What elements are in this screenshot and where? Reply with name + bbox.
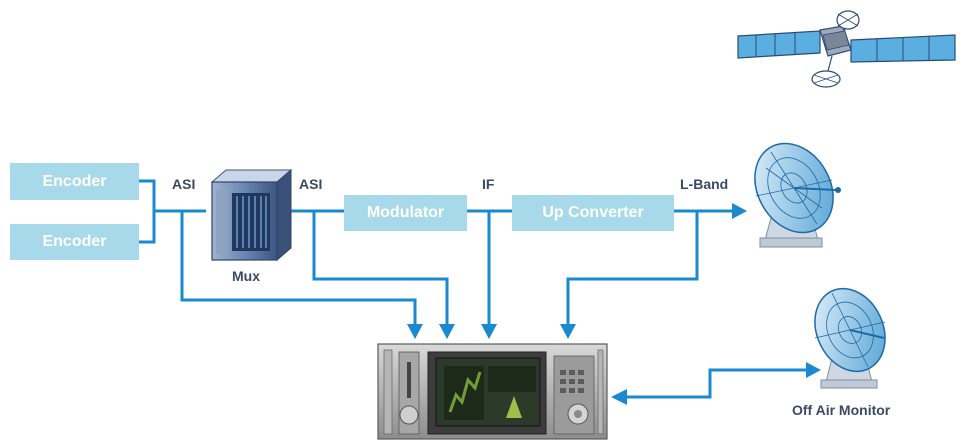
- satellite-icon: [737, 10, 956, 88]
- mux-asi-tap-line: [312, 211, 449, 328]
- arrowheads: [407, 203, 821, 405]
- arrow-down-mux-asi: [439, 324, 455, 339]
- arrow-right-dish: [732, 203, 747, 219]
- encoder-1-label: Encoder: [42, 172, 107, 190]
- modulator-block: Modulator: [344, 195, 467, 231]
- connection-lines: [139, 179, 808, 399]
- encoder-2-line: [139, 211, 156, 244]
- arrow-down-lband: [560, 324, 576, 339]
- off-air-monitor-label: Off Air Monitor: [792, 402, 891, 418]
- asi-tap-line: [180, 211, 417, 328]
- modulator-label: Modulator: [366, 204, 445, 221]
- arrow-down-asi: [407, 324, 423, 339]
- encoder-1-line: [139, 179, 156, 211]
- lband-tap-line: [566, 211, 699, 328]
- encoder-2-block: Encoder: [10, 224, 139, 260]
- if-label: IF: [482, 176, 495, 192]
- arrow-right-monitor: [806, 362, 821, 378]
- mux-label: Mux: [232, 268, 260, 284]
- arrow-down-if: [481, 324, 497, 339]
- l-band-label: L-Band: [680, 176, 729, 192]
- arrow-left-analyzer: [611, 389, 627, 405]
- mux-rack-icon: [210, 168, 293, 262]
- off-air-link-line: [623, 368, 808, 399]
- encoder-2-label: Encoder: [42, 233, 107, 250]
- asi-label-2: ASI: [299, 176, 323, 192]
- up-converter-block: Up Converter: [512, 195, 674, 231]
- receive-dish-icon: [814, 287, 886, 389]
- encoder-1-block: Encoder: [10, 163, 139, 200]
- uplink-dish-icon: [754, 142, 841, 248]
- up-converter-label: Up Converter: [542, 204, 644, 221]
- asi-label-1: ASI: [172, 176, 196, 192]
- analyzer-device-icon: [377, 343, 608, 440]
